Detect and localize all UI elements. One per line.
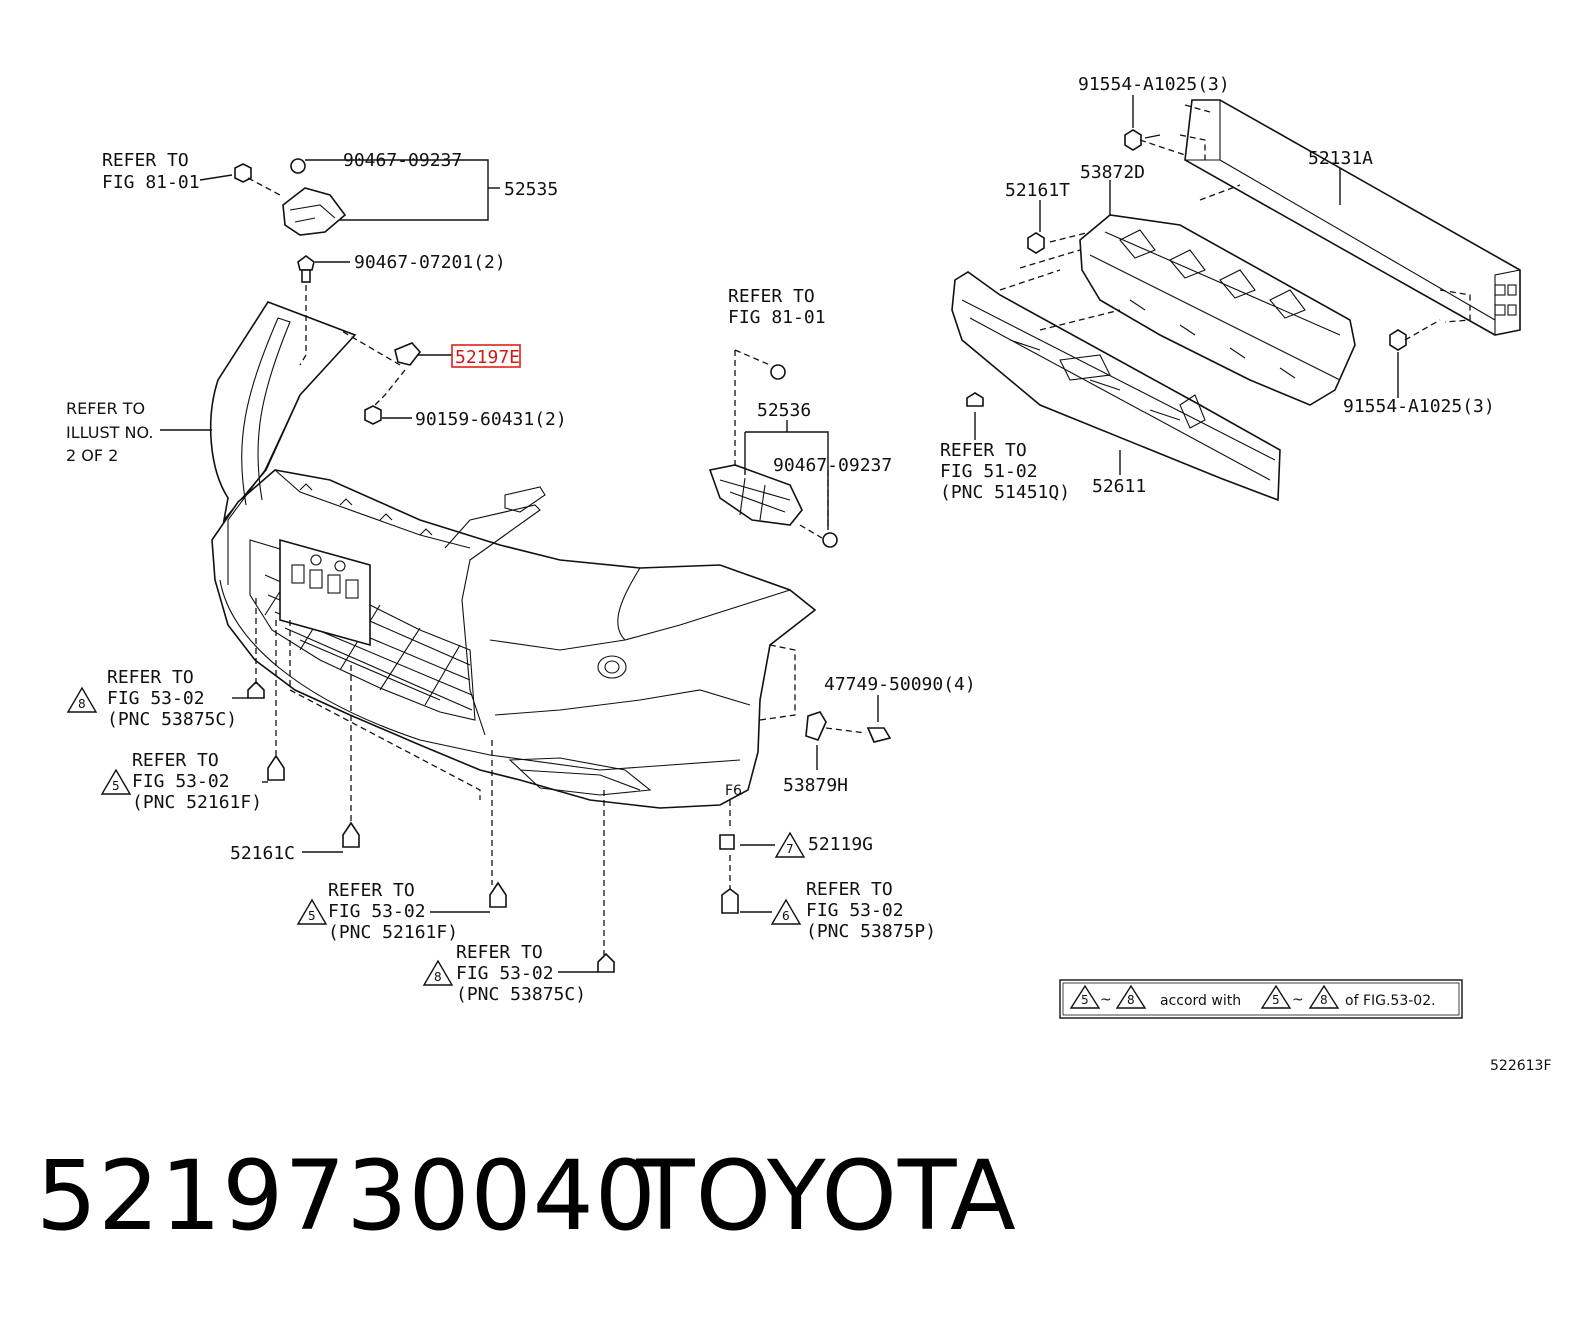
part-53879h-label: 53879H [783, 775, 848, 796]
part-52119g-label: 52119G [808, 834, 873, 855]
refer-fig-53-label: FIG 53-02 [328, 901, 426, 922]
refer-illust-label: REFER TO [66, 399, 145, 418]
note-tilde: ~ [1100, 992, 1112, 1008]
refer-fig-53-label: REFER TO [107, 667, 194, 688]
refer-fig-53-label: (PNC 53875C) [456, 984, 586, 1005]
part-52131a-label: 52131A [1308, 148, 1373, 169]
refer-fig-53-label: REFER TO [806, 879, 893, 900]
triangle-icon [774, 831, 806, 858]
note-tilde: ~ [1292, 992, 1304, 1008]
refer-fig-51-label: FIG 51-02 [940, 461, 1038, 482]
retainer-52535 [234, 158, 347, 236]
part-52611-label: 52611 [1092, 476, 1146, 497]
part-number-title: 5219730040 [36, 1140, 657, 1252]
refer-illust-label: 2 OF 2 [66, 446, 118, 465]
highlight-box [451, 344, 521, 368]
reinforcement-52131a [1179, 99, 1521, 336]
figure-code: 522613F [1490, 1058, 1552, 1074]
part-91554-label: 91554-A1025(3) [1078, 74, 1230, 95]
part-91554-label: 91554-A1025(3) [1343, 396, 1495, 417]
refer-fig-53-label: (PNC 53875C) [107, 709, 237, 730]
part-53872d-label: 53872D [1080, 162, 1145, 183]
fasteners-lower [247, 680, 892, 973]
refer-fig-81-label: FIG 81-01 [102, 172, 200, 193]
triangle-icon [66, 686, 98, 713]
note-text: of FIG.53-02. [1345, 993, 1436, 1009]
refer-fig-53-label: REFER TO [456, 942, 543, 963]
part-47749-label: 47749-50090(4) [824, 674, 976, 695]
part-90467-07201-label: 90467-07201(2) [354, 252, 506, 273]
refer-fig-53-label: (PNC 52161F) [328, 922, 458, 943]
refer-fig-53-label: REFER TO [132, 750, 219, 771]
refer-fig-81-label: REFER TO [728, 286, 815, 307]
part-90159-label: 90159-60431(2) [415, 409, 567, 430]
absorber-53872d [1079, 214, 1356, 406]
leader-lines [160, 95, 1441, 973]
triangle-icon [1069, 984, 1101, 1009]
refer-fig-53-label: (PNC 52161F) [132, 792, 262, 813]
note-box: 5 ~ 8 accord with 5 ~ 8 of FIG.53-02. [1059, 979, 1463, 1019]
part-90467-09237-label: 90467-09237 [773, 455, 892, 476]
triangle-number: 5 [308, 909, 316, 923]
absorber-52611 [951, 271, 1281, 502]
triangle-number: 6 [782, 909, 790, 923]
note-to: 8 [1320, 993, 1328, 1007]
triangle-icon [770, 898, 802, 925]
triangle-icon [1115, 984, 1147, 1009]
triangle-icon [1260, 984, 1292, 1009]
refer-fig-81-label: REFER TO [102, 150, 189, 171]
note-from: 5 [1272, 993, 1280, 1007]
note-from: 5 [1081, 993, 1089, 1007]
part-labels: REFER TO FIG 81-01 90467-09237 52535 904… [66, 74, 1495, 1005]
refer-fig-53-label: FIG 53-02 [806, 900, 904, 921]
part-90467-09237-label: 90467-09237 [343, 150, 462, 171]
triangle-icon [100, 768, 132, 795]
triangle-icon [1308, 984, 1340, 1009]
triangle-icon [296, 898, 328, 925]
refer-fig-51-label: REFER TO [940, 440, 1027, 461]
triangle-icon [422, 959, 454, 986]
part-52197e-label: 52197E [455, 347, 520, 368]
part-52161t-label: 52161T [1005, 180, 1070, 201]
refer-fig-53-label: FIG 53-02 [107, 688, 205, 709]
triangle-markers: 8 5 5 8 7 6 [66, 686, 806, 986]
refer-fig-53-label: REFER TO [328, 880, 415, 901]
triangle-number: 8 [78, 697, 86, 711]
refer-fig-53-label: (PNC 53875P) [806, 921, 936, 942]
screw-90467-07201 [297, 255, 315, 283]
triangle-number: 7 [786, 842, 794, 856]
front-bumper-cover: F6 [209, 301, 817, 809]
note-text: accord with [1160, 993, 1241, 1009]
refer-fig-81-label: FIG 81-01 [728, 307, 826, 328]
svg-text:F6: F6 [725, 783, 742, 799]
part-52536-label: 52536 [757, 400, 811, 421]
triangle-number: 8 [434, 970, 442, 984]
brand-title: TOYOTA [636, 1140, 1017, 1252]
part-52161c-label: 52161C [230, 843, 295, 864]
retainer-52536 [708, 364, 838, 548]
clip-52197e [364, 342, 422, 425]
fasteners-right [966, 129, 1407, 407]
refer-illust-label: ILLUST NO. [66, 423, 153, 442]
note-to: 8 [1127, 993, 1135, 1007]
refer-fig-53-label: FIG 53-02 [132, 771, 230, 792]
triangle-number: 5 [112, 779, 120, 793]
part-52535-label: 52535 [504, 179, 558, 200]
refer-fig-53-label: FIG 53-02 [456, 963, 554, 984]
refer-fig-51-label: (PNC 51451Q) [940, 482, 1070, 503]
